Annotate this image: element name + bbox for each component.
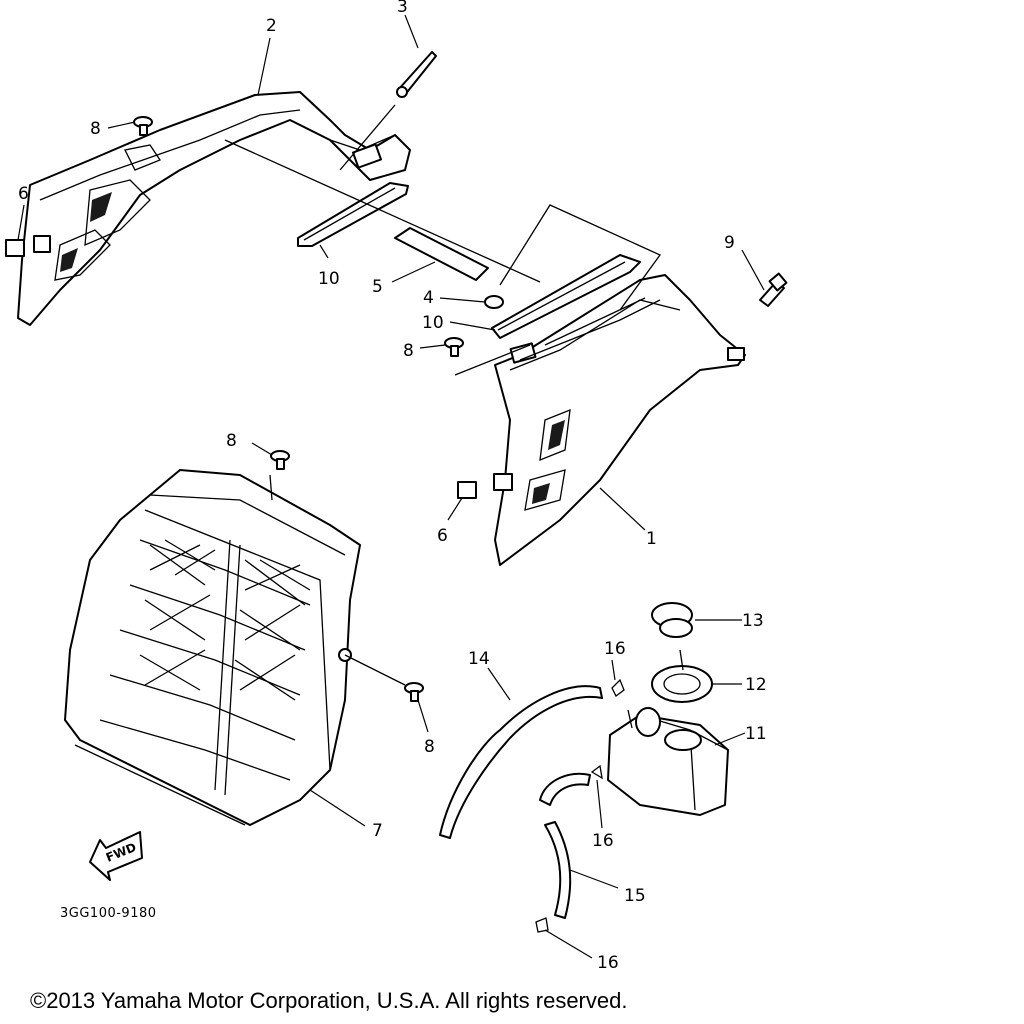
assembly-lines: [224, 104, 684, 729]
part-6-clip-left: [5, 235, 51, 257]
part-15-hose: [539, 772, 591, 919]
part-8-bolt-a: [133, 116, 153, 136]
part-10-strip-right: [491, 254, 641, 339]
copyright-notice: ©2013 Yamaha Motor Corporation, U.S.A. A…: [30, 988, 628, 1013]
callout-15: 15: [624, 886, 646, 906]
callout-8-top-left: 8: [90, 119, 101, 139]
diagram-code: 3GG100-9180: [60, 906, 157, 921]
callout-2: 2: [266, 16, 277, 36]
callout-16-top: 16: [604, 639, 626, 659]
callout-1: 1: [646, 529, 657, 549]
part-8-bolt-c: [270, 450, 290, 470]
part-3-pin: [396, 14, 437, 98]
callout-6-right: 6: [437, 526, 448, 546]
part-9-bolt: [741, 249, 788, 307]
callout-16-bottom: 16: [597, 953, 619, 973]
callout-9: 9: [724, 233, 735, 253]
callout-8-grille-side: 8: [424, 737, 435, 757]
callout-8-grille-top: 8: [226, 431, 237, 451]
callout-4: 4: [423, 288, 434, 308]
part-11-reservoir-tank: [607, 707, 729, 816]
callout-5: 5: [372, 277, 383, 297]
part-16-clamp-a: [611, 678, 625, 697]
part-16-clamp-b: [590, 764, 603, 780]
callout-10-right: 10: [422, 313, 444, 333]
callout-7: 7: [372, 821, 383, 841]
part-5-bar: [394, 227, 489, 281]
part-10-strip-left: [297, 182, 409, 247]
callout-12: 12: [745, 675, 767, 695]
callout-10-left: 10: [318, 269, 340, 289]
callout-16-middle: 16: [592, 831, 614, 851]
callout-14: 14: [468, 649, 490, 669]
part-2-left-side-cover: [17, 91, 411, 326]
part-6-clip-right: [457, 473, 513, 499]
callout-3: 3: [397, 0, 408, 17]
fwd-arrow-icon: FWD: [89, 831, 143, 881]
part-1-right-side-cover: [494, 274, 746, 566]
callouts: 2 3 8 6 10 5 4 10 8 9 8 6 1 13 16 14 12 …: [18, 0, 767, 973]
part-8-bolt-d: [404, 682, 424, 702]
part-8-bolt-b: [444, 337, 464, 357]
part-12-ring: [651, 665, 713, 703]
part-4-clip: [484, 295, 504, 309]
callout-11: 11: [745, 724, 767, 744]
part-16-clamp-c: [535, 917, 549, 933]
callout-6-left: 6: [18, 184, 29, 204]
part-13-cap: [651, 602, 693, 638]
parts-diagram: FWD 2 3: [5, 0, 788, 973]
part-7-front-grille: [64, 469, 361, 826]
callout-8-middle: 8: [403, 341, 414, 361]
callout-13: 13: [742, 611, 764, 631]
part-14-hose: [439, 685, 603, 839]
leader-lines: [17, 37, 746, 959]
